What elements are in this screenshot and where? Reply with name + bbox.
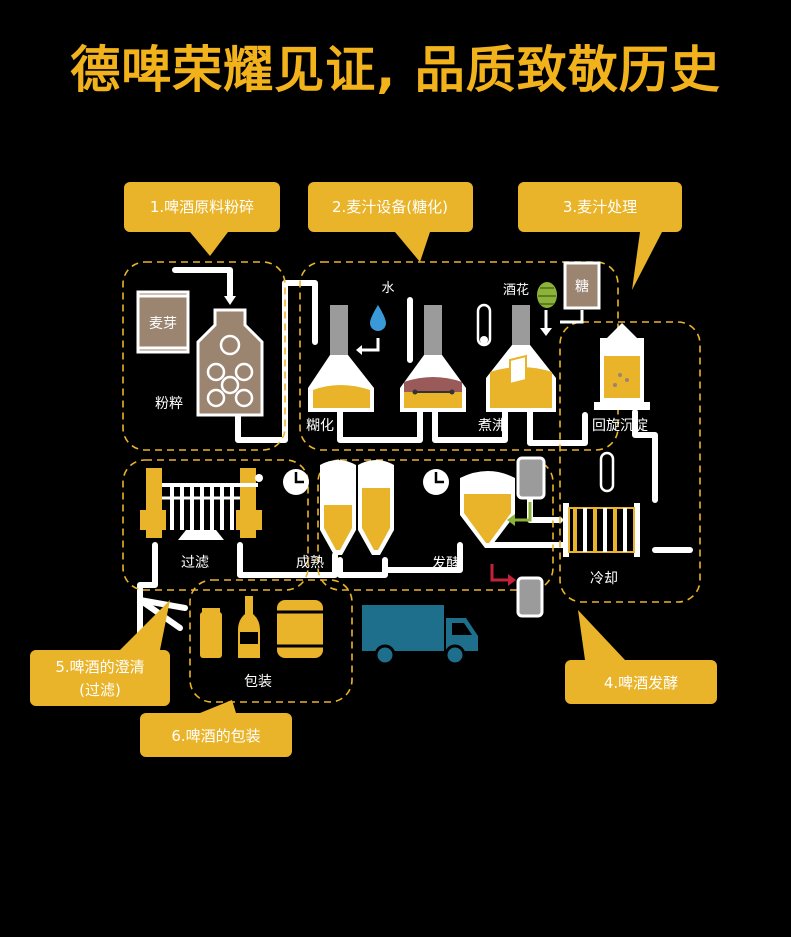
step-6-label: 6.啤酒的包装 [171, 727, 260, 745]
water-label: 水 [381, 281, 394, 296]
grain-mill-icon [196, 308, 264, 417]
pack-label: 包装 [244, 674, 272, 690]
yeast-out-arrow-head [508, 574, 516, 586]
pipes [137, 267, 693, 643]
step-3-label: 3.麦汁处理 [563, 198, 637, 216]
boil-kettle-icon [486, 305, 556, 412]
can-icon [200, 608, 222, 658]
timer-clock-icon [283, 469, 309, 495]
heat-exchanger-icon [563, 503, 640, 557]
mature-label: 成熟 [296, 555, 324, 571]
crush-label: 粉粹 [155, 396, 183, 412]
hops-label: 酒花 [503, 282, 529, 298]
sugar-label: 糖 [575, 279, 589, 295]
mash-label: 糊化 [306, 418, 334, 434]
callout-step-4: 4.啤酒发酵 [565, 610, 717, 704]
water-drop-icon [370, 305, 386, 331]
cool-label: 冷却 [590, 571, 618, 587]
boil-label: 煮沸 [478, 418, 506, 434]
thermometer-icon [476, 303, 492, 347]
bottle-icon [238, 596, 260, 658]
yeast-out-arrow-icon [490, 564, 508, 582]
sugar-arrow-icon [560, 310, 584, 324]
whirlpool-label: 回旋沉淀 [592, 418, 648, 434]
malt-label: 麦芽 [149, 316, 177, 332]
clock-icon [423, 469, 449, 495]
hop-icon [537, 282, 557, 308]
step-5-label: 5.啤酒的澄清 [55, 658, 144, 676]
step-1-label: 1.啤酒原料粉碎 [150, 198, 254, 216]
stage-regions [122, 261, 701, 703]
lauter-tun-icon [400, 305, 466, 412]
callout-step-2: 2.麦汁设备(糖化) [308, 182, 473, 262]
hops-arrow-head [540, 328, 552, 336]
yeast-in-arrow-head [507, 514, 515, 526]
step-2-label: 2.麦汁设备(糖化) [332, 198, 448, 216]
callout-step-6: 6.啤酒的包装 [140, 700, 292, 757]
maturation-tanks-icon [320, 460, 394, 555]
page-title: 德啤荣耀见证, 品质致敬历史 [70, 41, 721, 99]
malt-sack-icon: 麦芽 [136, 290, 190, 354]
callout-step-3: 3.麦汁处理 [518, 182, 682, 290]
filter-press-icon [140, 468, 263, 540]
arrow-down-icon [224, 296, 236, 305]
filter-label: 过滤 [181, 555, 209, 571]
yeast-waste-jar-icon [516, 576, 544, 618]
ferment-label: 发酵 [432, 556, 460, 572]
fermenter-tank-icon [460, 471, 515, 548]
sugar-sack-icon: 糖 [563, 261, 601, 310]
mash-tun-icon [308, 305, 374, 412]
step-4-label: 4.啤酒发酵 [604, 674, 678, 692]
callout-step-1: 1.啤酒原料粉碎 [124, 182, 280, 256]
delivery-truck-icon [362, 605, 478, 666]
barrel-icon [277, 600, 323, 658]
thermometer-bulb [480, 336, 488, 344]
callout-step-5: 5.啤酒的澄清 (过滤) [30, 600, 170, 706]
water-arrow-icon [362, 338, 380, 352]
step-5-sublabel: (过滤) [79, 681, 121, 699]
whirlpool-tank-icon [594, 323, 650, 410]
yeast-in-arrow-icon [515, 502, 532, 522]
cooler-thermometer-icon [599, 451, 615, 493]
water-arrow-head [356, 345, 362, 355]
yeast-jar-icon [516, 456, 546, 500]
